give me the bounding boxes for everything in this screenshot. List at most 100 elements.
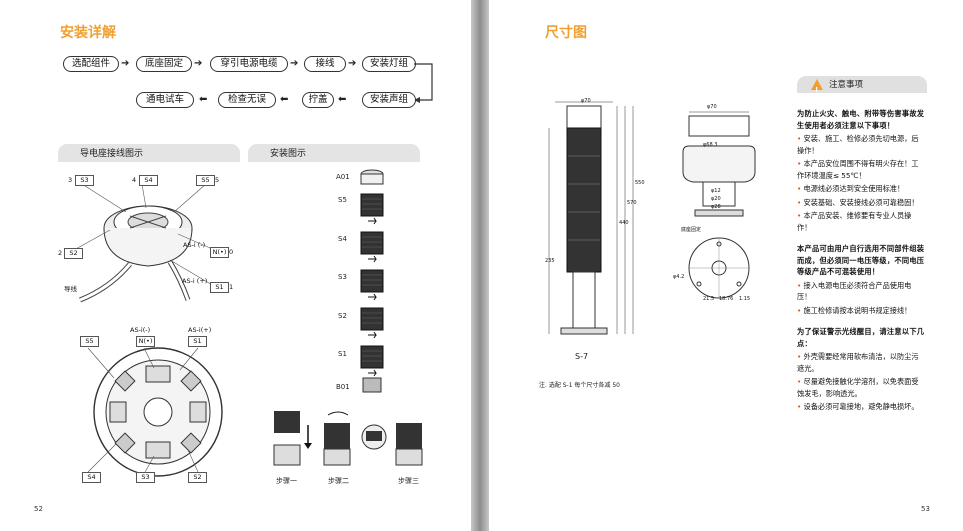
terminal-s5: S5 bbox=[80, 336, 99, 347]
asi-plus-label: AS-i(+) bbox=[188, 326, 212, 334]
notes-heading: 本产品可由用户自行选用不同部件组装而成，但必须同一电压等级，不同电压等级产品不可… bbox=[797, 244, 925, 276]
dim-a: φ12 bbox=[711, 188, 721, 194]
dim-h-a: 21.5 bbox=[703, 296, 715, 302]
terminal-s2: S2 bbox=[64, 248, 83, 259]
terminal-n: N(•) bbox=[210, 247, 229, 258]
stack-label: S2 bbox=[338, 312, 347, 320]
terminal-number: 3 bbox=[68, 176, 73, 184]
stack-label: S3 bbox=[338, 273, 347, 281]
arrow-left-icon: ⬅ bbox=[338, 94, 347, 105]
dim-side-dia: φ70 bbox=[707, 104, 717, 110]
terminal-s1: S1 bbox=[188, 336, 207, 347]
flow-step-1: 选配组件 bbox=[63, 56, 119, 72]
asi-minus-label: AS-i(-) bbox=[130, 326, 151, 334]
dim-h-b: 18.76 bbox=[719, 296, 734, 302]
bullet-icon: • bbox=[797, 134, 804, 143]
side-view-drawing bbox=[682, 111, 756, 217]
stack-label: S4 bbox=[338, 235, 347, 243]
page-number: 52 bbox=[34, 505, 43, 513]
notes-bullet-text: 外壳需要经常用软布清洁，以防尘污遮光。 bbox=[797, 352, 919, 373]
stack-label: S5 bbox=[338, 196, 347, 204]
flow-step-3: 穿引电源电缆 bbox=[210, 56, 288, 72]
dim-top-dia: φ70 bbox=[581, 98, 591, 104]
notes-gap bbox=[797, 318, 925, 326]
dim-c: φ28 bbox=[711, 204, 721, 210]
flow-step-7: 拧盖 bbox=[302, 92, 334, 108]
notes-bullet-text: 接入电源电压必须符合产品使用电压！ bbox=[797, 280, 912, 302]
notes-bullet: • 接入电源电压必须符合产品使用电压！ bbox=[797, 280, 925, 303]
notes-bullet-text: 安装基础、安装接线必须可靠稳固！ bbox=[803, 197, 919, 207]
wire-label: 导线 bbox=[64, 285, 77, 293]
page-title: 尺寸图 bbox=[545, 25, 587, 41]
stack-label: A01 bbox=[336, 173, 350, 181]
terminal-number: 0 bbox=[229, 248, 234, 256]
notes-heading: 为了保证警示光线醒目，请注意以下几点： bbox=[797, 327, 925, 348]
arrow-left-icon: ⬅ bbox=[280, 94, 289, 105]
page-title: 安装详解 bbox=[60, 25, 116, 41]
bullet-icon: • bbox=[797, 305, 804, 315]
notes-list: 为防止火灾、触电、附带等伤害事故发生使用者必须注意以下事项！ • 安装、施工、检修… bbox=[797, 108, 925, 415]
flow-step-4: 接线 bbox=[304, 56, 346, 72]
step-label: 步骤二 bbox=[328, 477, 349, 485]
stack-exploded-drawing bbox=[360, 169, 384, 393]
warning-header: ! 注意事项 bbox=[797, 76, 927, 94]
dim-b: φ20 bbox=[711, 196, 721, 202]
notes-bullet-text: 本产品安装、维修要有专业人员操作！ bbox=[797, 211, 912, 232]
bullet-icon: • bbox=[797, 377, 804, 386]
warning-icon: ! bbox=[811, 79, 823, 94]
terminal-s3: S3 bbox=[75, 175, 94, 186]
terminal-s3: S3 bbox=[136, 472, 155, 483]
notes-heading: 为防止火灾、触电、附带等伤害事故发生使用者必须注意以下事项！ bbox=[797, 109, 925, 130]
notes-bullet-text: 施工检修请按本说明书规定接线！ bbox=[803, 305, 912, 315]
notes-bullet: • 施工检修请按本说明书规定接线！ bbox=[797, 305, 925, 317]
notes-bullet: • 安装基础、安装接线必须可靠稳固！ bbox=[797, 197, 925, 209]
book-spine bbox=[471, 0, 489, 531]
flow-step-9: 通电试车 bbox=[136, 92, 194, 108]
asi-minus-label: AS-i (-) bbox=[183, 241, 206, 249]
terminal-s1: S1 bbox=[210, 282, 229, 293]
warning-title: 注意事项 bbox=[829, 80, 864, 90]
right-page: 尺寸图 φ70 440 570 550 235 S-7 注. 选配 S-1 每个… bbox=[489, 0, 963, 531]
dim-slot: φ4.2 bbox=[673, 274, 685, 280]
flow-step-8: 检查无误 bbox=[218, 92, 276, 108]
bullet-icon: • bbox=[797, 352, 804, 361]
notes-bullet: • 安装、施工、检修必须先切电源，后操作！ bbox=[797, 133, 925, 156]
notes-bullet: • 设备必须可靠接地，避免静电损坏。 bbox=[797, 401, 925, 413]
dim-base-dia: φ68.3 bbox=[703, 142, 718, 148]
arrow-left-icon: ⬅ bbox=[199, 94, 208, 105]
page-number: 53 bbox=[921, 505, 930, 513]
tower-dimension-drawing bbox=[548, 101, 634, 335]
model-label: S-7 bbox=[575, 352, 589, 361]
left-page: 安装详解 选配组件 ➔ 底座固定 ➔ 穿引电源电缆 ➔ 接线 ➔ 安装灯组 通电… bbox=[0, 0, 471, 531]
wiring-tab: 导电座接线图示 bbox=[58, 144, 240, 162]
step-label: 步骤三 bbox=[398, 477, 419, 485]
wiring-bottom-drawing bbox=[87, 347, 223, 477]
notes-bullet-text: 安装、施工、检修必须先切电源，后操作！ bbox=[797, 134, 919, 155]
notes-bullet: • 外壳需要经常用软布清洁，以防尘污遮光。 bbox=[797, 351, 925, 374]
flow-step-6: 安装声组 bbox=[362, 92, 416, 108]
notes-bullet-text: 本产品安位周围不得有明火存在！工作环境温度≤ 55℃！ bbox=[797, 159, 919, 180]
arrow-right-icon: ➔ bbox=[121, 58, 130, 69]
notes-bullet-text: 设备必须可靠接地，避免静电损坏。 bbox=[803, 402, 919, 411]
base-fix-label: 底座固定 bbox=[681, 227, 702, 233]
terminal-number: 1 bbox=[229, 283, 234, 291]
wiring-base-drawing bbox=[73, 183, 215, 303]
plan-view-drawing bbox=[688, 237, 750, 299]
install-steps-drawing bbox=[273, 411, 423, 466]
dimension-note: 注. 选配 S-1 每个尺寸各减 50 bbox=[539, 382, 620, 389]
notes-gap bbox=[797, 235, 925, 243]
arrow-right-icon: ➔ bbox=[194, 58, 203, 69]
bullet-icon: • bbox=[797, 402, 804, 411]
step-label: 步骤一 bbox=[276, 477, 297, 485]
terminal-s4: S4 bbox=[139, 175, 158, 186]
stack-label: B01 bbox=[336, 383, 350, 391]
notes-bullet: • 本产品安装、维修要有专业人员操作！ bbox=[797, 210, 925, 233]
notes-bullet-text: 电源线必须达到安全使用标准！ bbox=[803, 184, 905, 193]
terminal-number: 2 bbox=[58, 249, 63, 257]
notes-bullet: • 尽量避免接触化学溶剂，以免表面受蚀发毛，影响透光。 bbox=[797, 376, 925, 399]
dim-h-c: 1.15 bbox=[739, 296, 751, 302]
dim-v7: 550 bbox=[635, 180, 645, 186]
asi-plus-label: AS-i (+) bbox=[182, 277, 208, 285]
dim-v4: 235 bbox=[545, 258, 555, 264]
stack-label: S1 bbox=[338, 350, 347, 358]
